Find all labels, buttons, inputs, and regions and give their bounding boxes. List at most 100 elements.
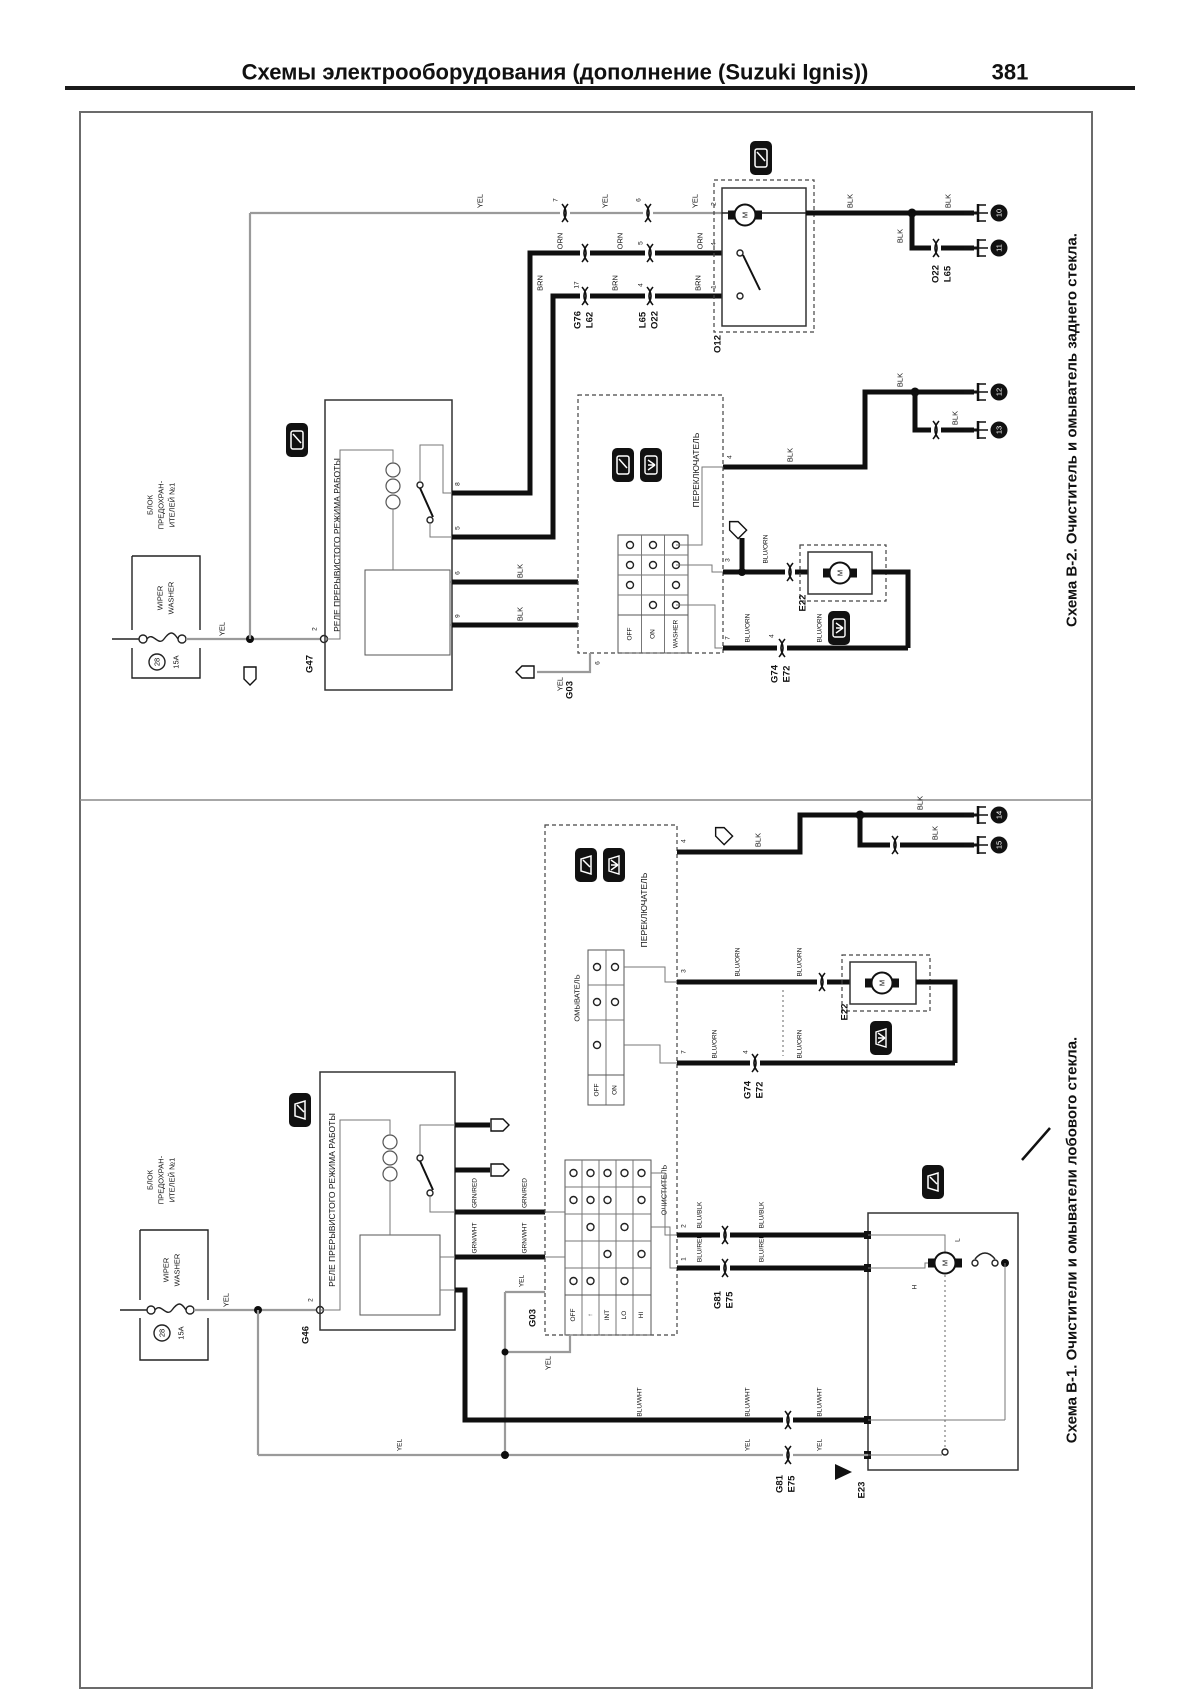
contact-grid-circles bbox=[625, 540, 681, 610]
pin-number: 4 bbox=[769, 634, 776, 638]
wire-label: YEL bbox=[544, 1356, 553, 1370]
inline-connector bbox=[579, 285, 591, 307]
relay-contact-blade bbox=[419, 487, 434, 518]
inline-connector bbox=[719, 1257, 731, 1279]
inline-connector bbox=[749, 1052, 761, 1074]
fuse-block-title: БЛОК bbox=[146, 494, 155, 515]
relay-internal-wire bbox=[419, 444, 452, 494]
rear-wiper-icon bbox=[285, 422, 309, 458]
pin-number: 3 bbox=[681, 969, 688, 973]
wire-label: BLK bbox=[754, 833, 763, 847]
washer-position-band bbox=[587, 1074, 625, 1106]
connector-id: L62 bbox=[585, 312, 596, 328]
motor-internal-wire bbox=[868, 1263, 1006, 1421]
fuse-number: 28 bbox=[153, 658, 162, 666]
b2-orn-brn-rows: ORN ORN ORN BRN BRN BRN 5 17 4 G76 L62 L… bbox=[536, 233, 705, 329]
wire-label: BLK bbox=[896, 229, 905, 243]
relay-coil bbox=[382, 1150, 398, 1166]
connector-id: E72 bbox=[782, 666, 793, 683]
b1-fuse-block: БЛОК ПРЕДОХРАН- ИТЕЛЕЙ №1 WIPER WASHER 2… bbox=[120, 1155, 209, 1361]
relay-contact bbox=[416, 481, 424, 489]
b1-switch-ground-wires: 4 BLK BLK BLK 14 15 bbox=[677, 796, 1009, 856]
wire-label: YEL bbox=[601, 194, 610, 208]
component-id-o12: O12 bbox=[713, 335, 724, 353]
park-switch-arc bbox=[974, 1252, 996, 1260]
caption-schema-b2: Схема В-2. Очиститель и омыватель заднег… bbox=[1064, 233, 1081, 627]
motor-letter: M bbox=[741, 212, 750, 218]
b1-switch-g03: ПЕРЕКЛЮЧАТЕЛЬ ОМЫВАТЕЛЬ OFF ON ОЧИСТИТЕЛ… bbox=[501, 824, 678, 1370]
inline-connector bbox=[784, 561, 796, 583]
wire-label: BRN bbox=[611, 275, 620, 291]
inline-connector bbox=[930, 419, 942, 441]
wire-label: BLK bbox=[516, 564, 525, 578]
wire-label: BLK bbox=[896, 373, 905, 387]
wire-label: BLK bbox=[916, 796, 925, 810]
wire-blu-orn bbox=[677, 979, 958, 1066]
fuse-block-title: БЛОК bbox=[146, 1169, 155, 1190]
inline-connector bbox=[719, 1224, 731, 1246]
page-number: 381 bbox=[992, 60, 1029, 85]
terminal-pad bbox=[864, 1231, 871, 1239]
relay-label: РЕЛЕ ПРЕРЫВИСТОГО РЕЖИМА РАБОТЫ bbox=[332, 458, 342, 632]
b2-yel-row: YEL YEL YEL 7 6 bbox=[250, 194, 722, 224]
front-wiper-icon bbox=[921, 1164, 945, 1200]
switch-position: OFF bbox=[594, 1083, 601, 1096]
terminal-label: H bbox=[912, 1284, 919, 1289]
junction bbox=[501, 1348, 509, 1356]
fuse-name: WASHER bbox=[167, 581, 176, 614]
connector-id: L65 bbox=[638, 311, 649, 328]
fuse-box-outline bbox=[131, 555, 201, 679]
page-title: Схемы электрооборудования (дополнение (S… bbox=[242, 60, 869, 85]
inline-connector bbox=[644, 285, 656, 307]
connector-id: E72 bbox=[755, 1082, 766, 1099]
fuse-block-title: ПРЕДОХРАН- bbox=[157, 1155, 166, 1204]
pin-number: 7 bbox=[553, 198, 560, 202]
fuse-element bbox=[146, 632, 179, 642]
b1-relay-switch-rows: GRN/RED GRN/RED GRN/WHT GRN/WHT YEL bbox=[455, 1178, 545, 1455]
inline-connector bbox=[642, 202, 654, 224]
wire-label: BLU/ORN bbox=[712, 1029, 719, 1058]
component-id-e22: E22 bbox=[798, 595, 809, 612]
page-header: Схемы электрооборудования (дополнение (S… bbox=[65, 60, 1135, 90]
wire-label: BLU/BLK bbox=[759, 1201, 766, 1228]
switch-position: LO bbox=[621, 1311, 628, 1320]
wire-label: GRN/RED bbox=[522, 1178, 529, 1208]
relay-contact bbox=[416, 1154, 424, 1162]
inline-connector bbox=[782, 1444, 794, 1466]
switch-internal-wire bbox=[545, 966, 677, 1269]
wire-label: YEL bbox=[476, 194, 485, 208]
wire-label: BRN bbox=[694, 275, 703, 291]
motor-letter: M bbox=[836, 570, 845, 576]
motor-assembly-box bbox=[867, 1212, 1019, 1471]
wiper-position-band bbox=[564, 1294, 652, 1336]
component-id-e22: E22 bbox=[840, 1004, 851, 1021]
relay-box bbox=[319, 1071, 456, 1331]
ground-number: 14 bbox=[995, 811, 1004, 819]
relay-internal-wire bbox=[450, 581, 452, 626]
wire-blk bbox=[857, 815, 974, 848]
fuse-terminal bbox=[185, 1305, 195, 1315]
b1-intermittent-relay: РЕЛЕ ПРЕРЫВИСТОГО РЕЖИМА РАБОТЫ bbox=[288, 1071, 510, 1331]
pin-number: 1 bbox=[711, 285, 718, 289]
rear-wiper-icon bbox=[749, 140, 773, 176]
fuse-rating: 15A bbox=[172, 655, 181, 668]
relay-box bbox=[324, 399, 453, 691]
wire-label: YEL bbox=[222, 1293, 231, 1307]
motor-internal-wire bbox=[868, 1234, 946, 1269]
relay-contact bbox=[426, 516, 434, 524]
wire-blu-orn bbox=[723, 569, 911, 651]
connector-id: O22 bbox=[650, 311, 661, 329]
terminal-pad bbox=[864, 1264, 871, 1272]
wire-label: BLU/WHT bbox=[637, 1387, 644, 1416]
pin-number: 4 bbox=[711, 242, 718, 246]
b2-switch-ground-wires: 4 BLK BLK BLK 12 13 bbox=[723, 373, 1009, 470]
pin-number: 6 bbox=[636, 198, 643, 202]
switch-position: ON bbox=[612, 1085, 619, 1095]
diagram-frame bbox=[79, 111, 1093, 1689]
wire-blk bbox=[677, 812, 974, 855]
inline-connector bbox=[782, 1409, 794, 1431]
fuse-terminal bbox=[177, 634, 187, 644]
relay-internal-wire bbox=[325, 449, 394, 640]
